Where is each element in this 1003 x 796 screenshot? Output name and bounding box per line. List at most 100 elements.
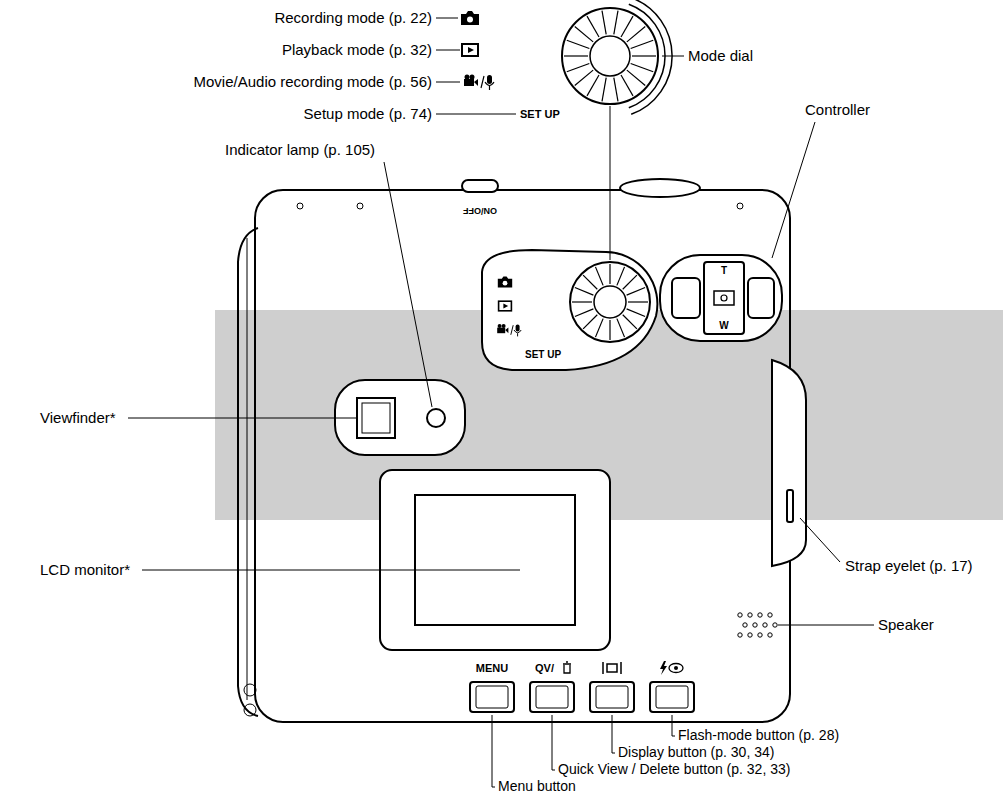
speaker-grille (738, 613, 742, 617)
button (650, 682, 694, 712)
mode-dial (614, 11, 618, 35)
mode-dial (623, 275, 637, 289)
speaker-grille (748, 613, 752, 617)
playback-icon (462, 44, 478, 56)
mode-dial (627, 287, 645, 295)
mode-dial (621, 75, 633, 96)
callout-label: Menu button (498, 779, 576, 794)
mode-dial (627, 70, 645, 85)
mode-dial (631, 64, 654, 72)
movie-audio-icon (516, 324, 520, 331)
button (596, 686, 628, 708)
button (590, 682, 634, 712)
movie-audio-icon (498, 324, 502, 328)
leader-line (800, 518, 840, 562)
callout-label: Viewfinder* (40, 410, 116, 427)
movie-audio-icon (485, 82, 494, 90)
button (470, 682, 694, 712)
button (530, 682, 574, 712)
controller (748, 278, 774, 318)
strap-lug (787, 490, 793, 522)
mode-dial (617, 267, 625, 285)
mode-dial (575, 26, 593, 41)
mode-dial (595, 319, 603, 337)
callout-label: Display button (p. 30, 34) (618, 745, 774, 760)
movie-audio-icon (497, 328, 505, 334)
mode-dial (583, 315, 597, 329)
playback-icon (499, 301, 512, 311)
recording-icon (498, 276, 512, 287)
movie-audio-icon (465, 75, 470, 80)
leader-line (662, 56, 684, 57)
leader-line (436, 18, 458, 19)
strap-lug (772, 360, 806, 566)
mode-dial (609, 320, 610, 340)
mode-dial (575, 287, 593, 295)
speaker-grille (758, 633, 762, 637)
leader-line (142, 570, 520, 571)
callout-label: Mode dial (688, 48, 753, 65)
shutter-button (620, 179, 700, 197)
power-button (462, 180, 498, 192)
mode-dial (587, 75, 599, 96)
camera-body (247, 238, 248, 700)
leader-line (436, 82, 460, 83)
trash-icon (563, 662, 571, 673)
flash-icon (660, 661, 667, 675)
controller (672, 278, 700, 318)
trash-icon (563, 662, 571, 673)
callout-label: Setup mode (p. 74) (304, 106, 432, 123)
playback-icon (468, 47, 474, 53)
mode-dial (583, 275, 597, 289)
dial-housing (482, 250, 657, 370)
speaker-grille (738, 633, 742, 637)
mode-dial (614, 78, 618, 102)
recording-icon (498, 276, 512, 287)
mode-dial (631, 40, 654, 48)
speaker-grille (758, 613, 762, 617)
movie-audio-icon (502, 324, 506, 328)
mode-dial (567, 64, 590, 72)
mode-dial (590, 36, 630, 76)
controller (704, 262, 744, 334)
mode-dial (575, 309, 593, 317)
camera-body (297, 203, 303, 209)
leader-line (128, 418, 356, 419)
camera-body (737, 203, 743, 209)
leader-line (384, 162, 432, 407)
mode-dial (570, 262, 650, 342)
button (656, 686, 688, 708)
button (536, 686, 568, 708)
mode-dial (564, 55, 588, 56)
movie-audio-icon (487, 75, 492, 84)
zoom-marking: T (721, 265, 727, 276)
leader-line (492, 715, 495, 787)
flash-icon (660, 661, 683, 675)
viewfinder (357, 398, 395, 438)
speaker-grille (768, 633, 772, 637)
strap-lug (772, 360, 806, 566)
indicator-lamp (427, 409, 445, 427)
callout-label: Flash-mode button (p. 28) (678, 728, 839, 743)
movie-audio-icon (474, 79, 478, 86)
controller (660, 255, 782, 341)
display-icon (603, 662, 621, 674)
recording-icon (461, 11, 479, 25)
mode-dial (628, 301, 648, 302)
callout-label: Controller (805, 102, 870, 119)
power-button (462, 180, 498, 192)
recording-icon (461, 11, 479, 25)
flash-icon (674, 666, 678, 670)
callout-label: Indicator lamp (p. 105) (225, 142, 375, 159)
leader-line (778, 625, 874, 626)
button (476, 686, 508, 708)
button-marking: MENU (476, 662, 508, 674)
playback-icon (503, 304, 508, 309)
mode-dial (572, 301, 592, 302)
movie-audio-icon (464, 79, 474, 86)
mode-dial (570, 262, 650, 342)
callout-label: Quick View / Delete button (p. 32, 33) (558, 762, 790, 777)
leader-line (610, 106, 611, 260)
mode-dial (602, 11, 606, 35)
